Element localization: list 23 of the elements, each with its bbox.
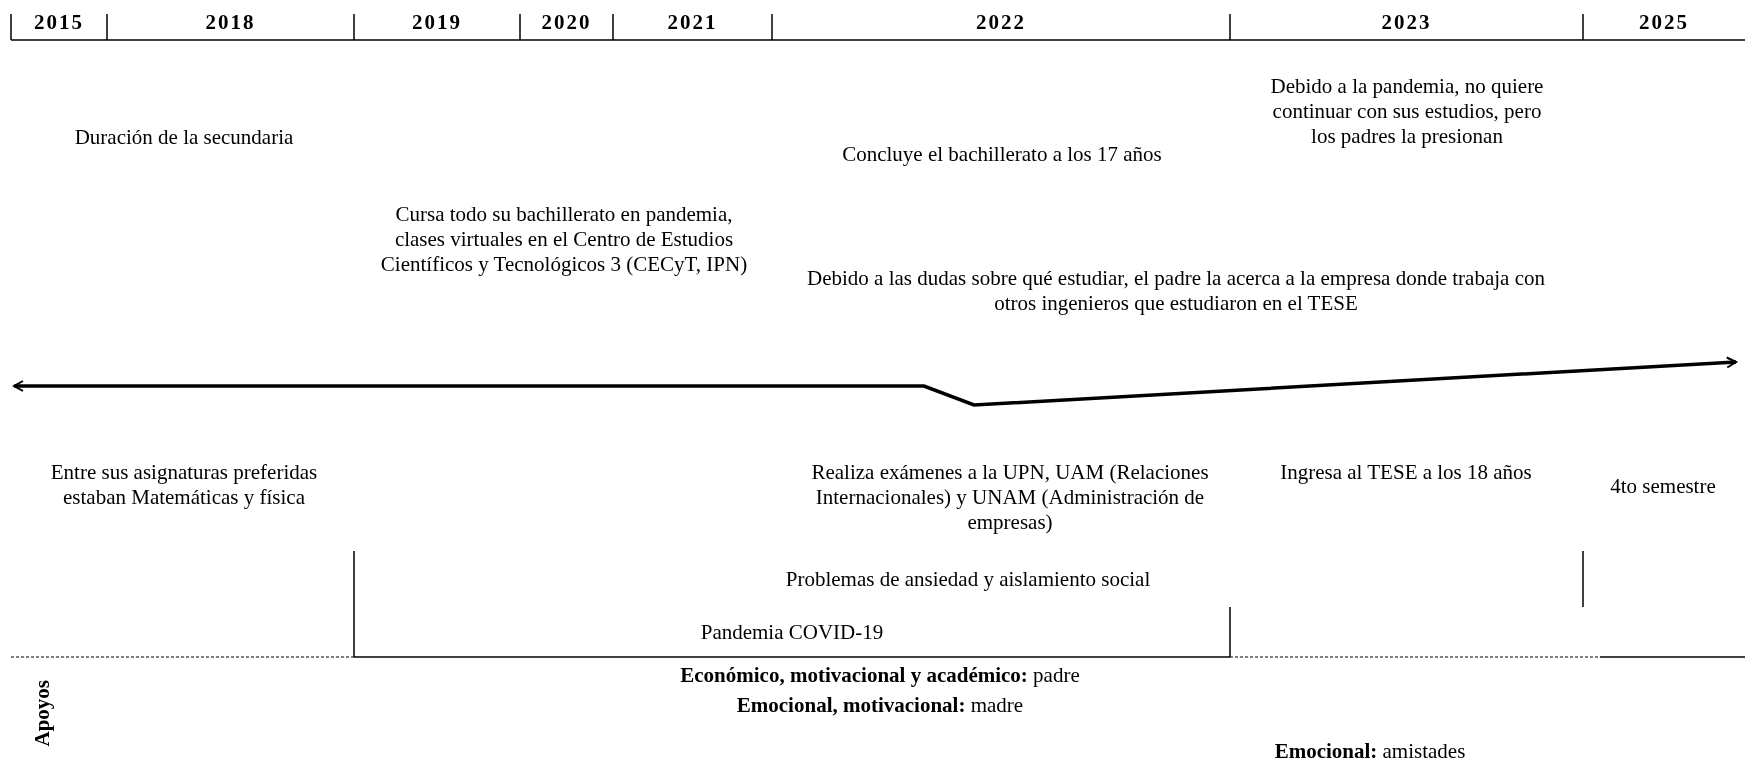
event-text: Entre sus asignaturas preferidas estaban Matemáticas y física xyxy=(49,460,319,511)
year-label: 2019 xyxy=(411,10,463,36)
event-text: Debido a la pandemia, no quiere continuar con sus estudios, pero los padres la presionan xyxy=(1269,74,1545,150)
event-text: Realiza exámenes a la UPN, UAM (Relaciones Internacionales) y UNAM (Administración de empresas) xyxy=(810,460,1210,536)
year-label: 2022 xyxy=(975,10,1027,36)
event-text: Concluye el bachillerato a los 17 años xyxy=(841,142,1163,168)
event-text: Pandemia COVID-19 xyxy=(699,620,885,646)
year-label: 2023 xyxy=(1380,10,1433,36)
event-text: 4to semestre xyxy=(1609,474,1717,500)
year-label: 2021 xyxy=(666,10,719,36)
event-text: Duración de la secundaria xyxy=(73,125,295,151)
event-text: Debido a las dudas sobre qué estudiar, el padre la acerca a la empresa donde trabaja con otros ingenieros que estudiaron en el TESE xyxy=(806,266,1546,317)
year-label: 2025 xyxy=(1638,10,1690,36)
event-text: Ingresa al TESE a los 18 años xyxy=(1279,460,1533,486)
support-text: Emocional: amistades xyxy=(1273,739,1467,765)
support-text: Económico, motivacional y académico: padre xyxy=(679,663,1081,689)
year-label: 2018 xyxy=(204,10,257,36)
support-text: Emocional, motivacional: madre xyxy=(735,693,1025,719)
year-label: 2020 xyxy=(540,10,593,36)
year-label: 2015 xyxy=(33,10,85,36)
section-label: Apoyos xyxy=(30,680,55,747)
event-text: Problemas de ansiedad y aislamiento social xyxy=(784,567,1152,593)
event-text: Cursa todo su bachillerato en pandemia, clases virtuales en el Centro de Estudios Científicos y Tecnológicos 3 (CECyT, IPN) xyxy=(379,202,749,278)
